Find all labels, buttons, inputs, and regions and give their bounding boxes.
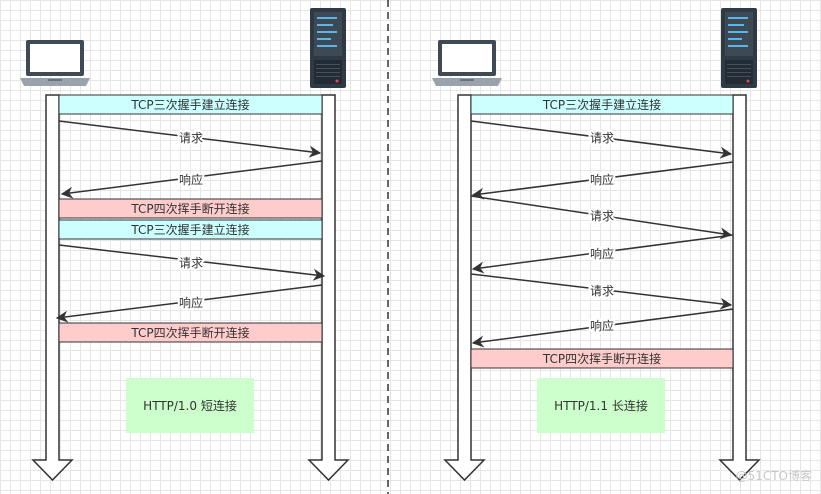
request-label: 请求	[179, 131, 203, 145]
handshake-box	[470, 94, 734, 115]
request-arrow	[470, 120, 733, 159]
legend-box	[126, 378, 254, 433]
handshake-label: TCP三次握手建立连接	[542, 97, 661, 112]
laptop-icon	[432, 40, 502, 86]
legend-title: HTTP/1.0 短连接	[143, 398, 237, 413]
response-arrow	[471, 161, 734, 200]
response-label: 响应	[179, 172, 203, 187]
server-icon	[721, 8, 757, 88]
request-arrow	[58, 120, 322, 158]
legend-box	[537, 378, 665, 433]
request-label: 请求	[590, 131, 614, 145]
request-arrow	[470, 195, 733, 240]
legend-title: HTTP/1.1 长连接	[554, 398, 648, 413]
client-lifeline	[31, 94, 74, 482]
watermark: @51CTO博客	[736, 468, 812, 483]
server-icon	[310, 8, 346, 88]
request-arrow	[470, 273, 733, 310]
request-label: 请求	[590, 284, 614, 298]
teardown-box	[58, 198, 323, 219]
response-label: 响应	[590, 172, 614, 187]
teardown-label: TCP四次挥手断开连接	[130, 325, 249, 340]
handshake-box	[58, 219, 323, 240]
response-arrow	[60, 160, 323, 199]
teardown-label: TCP四次挥手断开连接	[542, 351, 661, 366]
response-arrow	[55, 284, 323, 323]
handshake-box	[58, 94, 323, 115]
handshake-label: TCP三次握手建立连接	[130, 222, 249, 237]
handshake-label: TCP三次握手建立连接	[130, 97, 249, 112]
response-arrow	[471, 308, 734, 348]
server-lifeline	[718, 94, 761, 482]
server-lifeline	[307, 94, 350, 482]
response-arrow	[471, 234, 734, 274]
request-label: 请求	[179, 256, 203, 270]
laptop-icon	[20, 40, 90, 86]
teardown-box	[58, 322, 323, 343]
response-label: 响应	[590, 246, 614, 261]
teardown-label: TCP四次挥手断开连接	[130, 201, 249, 216]
response-label: 响应	[179, 295, 203, 310]
request-arrow	[58, 244, 326, 281]
client-lifeline	[443, 94, 486, 482]
request-label: 请求	[590, 209, 614, 223]
response-label: 响应	[590, 318, 614, 333]
teardown-box	[470, 348, 734, 369]
